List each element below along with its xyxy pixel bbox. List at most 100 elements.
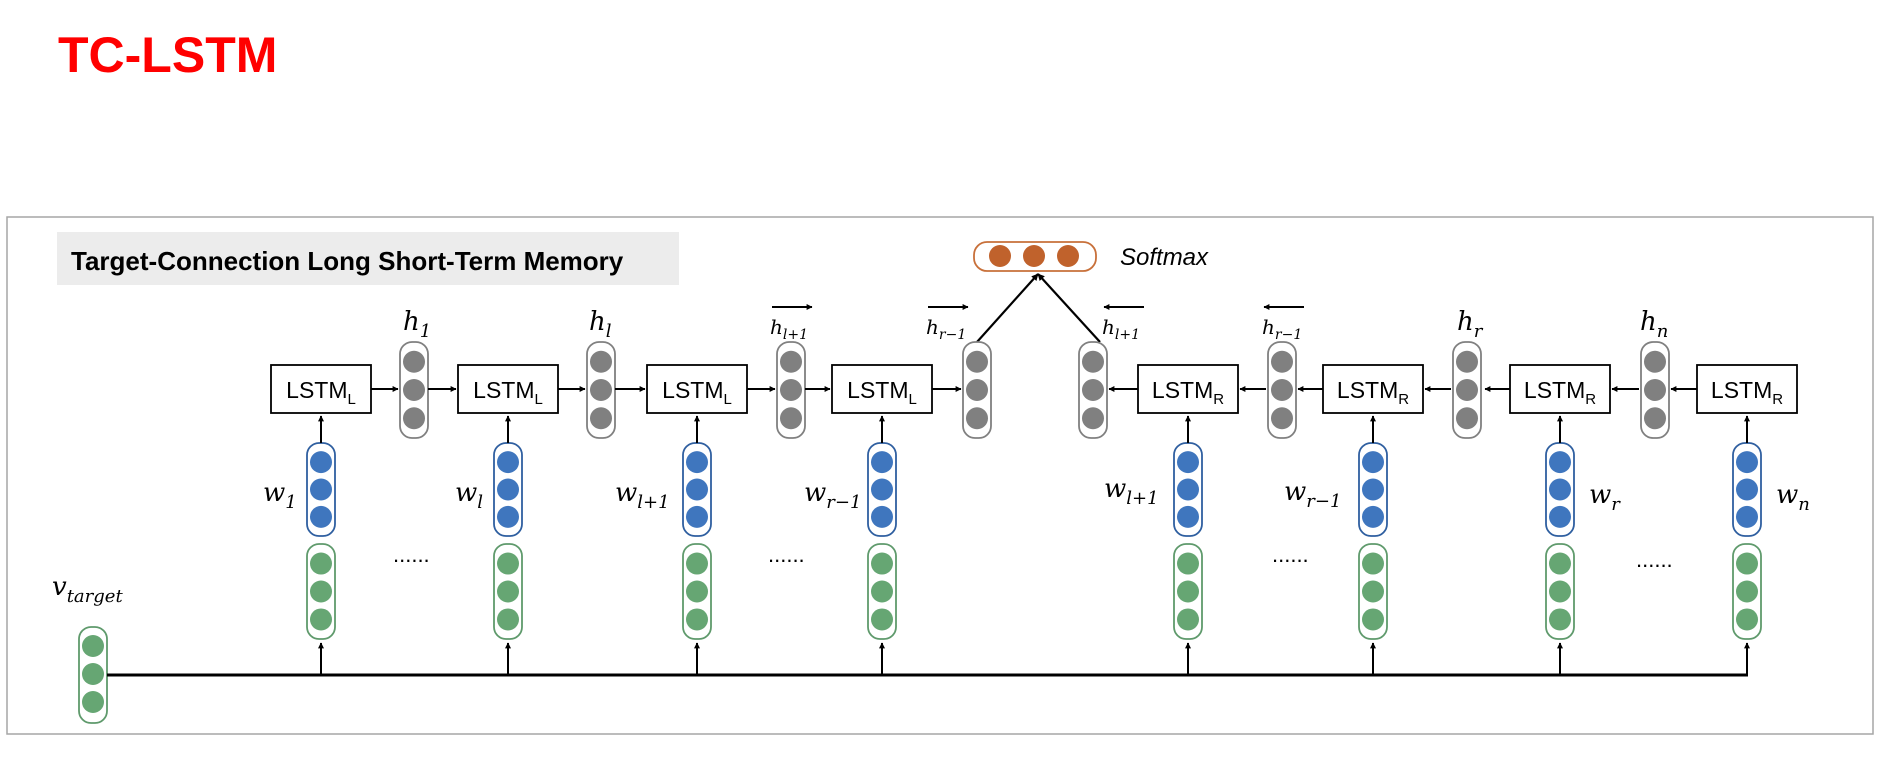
hidden-vector-node xyxy=(1456,379,1478,401)
slide-title: TC-LSTM xyxy=(58,27,278,83)
word-embedding-vector-node xyxy=(1177,505,1199,528)
softmax-node xyxy=(1023,245,1045,267)
word-embedding-vector-node xyxy=(686,505,708,528)
word-embedding-vector-node xyxy=(686,451,708,474)
hidden-state-label: hn xyxy=(1640,307,1668,342)
target-concat-vector-node xyxy=(310,552,332,575)
target-concat-vector-node xyxy=(497,580,519,603)
ellipsis: ...... xyxy=(1636,547,1673,572)
word-label: wl+1 xyxy=(615,478,670,513)
word-embedding-vector-node xyxy=(497,505,519,528)
word-embedding-vector-node xyxy=(1549,505,1571,528)
target-vector-label: vtarget xyxy=(52,572,123,607)
hidden-vector-node xyxy=(780,407,802,430)
target-concat-vector-node xyxy=(686,580,708,603)
target-concat-vector-node xyxy=(497,608,519,631)
hidden-vector-node xyxy=(1082,407,1104,430)
softmax-input-arrow xyxy=(1037,273,1101,343)
target-concat-vector-node xyxy=(871,552,893,575)
lstm-right-cell: LSTMR xyxy=(1696,364,1798,414)
hidden-vector xyxy=(1452,341,1482,439)
hidden-state-label: hr xyxy=(1457,307,1484,342)
panel-header-box xyxy=(57,232,679,285)
hidden-state-label: hl+1 xyxy=(770,315,808,343)
target-concat-vector xyxy=(1545,543,1575,640)
word-embedding-vector-node xyxy=(871,478,893,501)
hidden-state-label: hl+1 xyxy=(1102,315,1140,343)
hidden-vector-node xyxy=(1644,407,1666,430)
word-embedding-vector-node xyxy=(1362,451,1384,474)
target-concat-vector-node xyxy=(1736,552,1758,575)
word-embedding-vector xyxy=(867,442,897,537)
svg-text:LSTMR: LSTMR xyxy=(1524,377,1596,408)
word-embedding-vector-node xyxy=(1736,478,1758,501)
target-node xyxy=(82,663,104,685)
word-embedding-vector-node xyxy=(871,451,893,474)
target-concat-vector-node xyxy=(1549,552,1571,575)
hidden-vector-node xyxy=(966,350,988,373)
word-embedding-vector-node xyxy=(1177,478,1199,501)
ellipsis: ...... xyxy=(393,542,430,567)
hidden-vector-node xyxy=(780,379,802,401)
target-concat-vector-node xyxy=(1549,608,1571,631)
svg-text:LSTML: LSTML xyxy=(286,377,356,408)
target-concat-vector xyxy=(1732,543,1762,640)
hidden-state-label: hl xyxy=(589,307,612,342)
word-label: wn xyxy=(1776,480,1810,515)
hidden-vector-node xyxy=(966,379,988,401)
word-embedding-vector-node xyxy=(310,505,332,528)
lstm-right-cell: LSTMR xyxy=(1322,364,1424,414)
lstm-left-cell: LSTML xyxy=(457,364,559,414)
word-label: wl xyxy=(455,478,483,513)
target-node xyxy=(82,635,104,657)
word-embedding-vector-node xyxy=(871,505,893,528)
target-concat-vector-node xyxy=(310,608,332,631)
target-concat-vector xyxy=(682,543,712,640)
hidden-vector-node xyxy=(1644,350,1666,373)
word-label: wr xyxy=(1589,480,1621,515)
softmax-label: Softmax xyxy=(1120,244,1209,271)
word-embedding-vector-node xyxy=(497,451,519,474)
hidden-vector xyxy=(962,341,992,439)
target-concat-vector xyxy=(306,543,336,640)
hidden-vector-node xyxy=(1082,350,1104,373)
hidden-vector-node xyxy=(966,407,988,430)
hidden-vector-node xyxy=(403,407,425,430)
target-concat-vector-node xyxy=(497,552,519,575)
target-concat-vector-node xyxy=(871,580,893,603)
hidden-vector xyxy=(399,341,429,439)
softmax-node xyxy=(1057,245,1079,267)
word-embedding-vector-node xyxy=(1362,478,1384,501)
hidden-vector-node xyxy=(780,350,802,373)
word-embedding-vector-node xyxy=(1362,505,1384,528)
hidden-vector-node xyxy=(403,350,425,373)
target-concat-vector-node xyxy=(1362,552,1384,575)
diagram-panel xyxy=(6,216,1874,735)
target-concat-vector-node xyxy=(1736,608,1758,631)
word-embedding-vector-node xyxy=(1736,505,1758,528)
word-embedding-vector xyxy=(1173,442,1203,537)
target-concat-vector xyxy=(867,543,897,640)
ellipsis: ...... xyxy=(1272,542,1309,567)
lstm-left-cell: LSTML xyxy=(831,364,933,414)
word-embedding-vector-node xyxy=(1177,451,1199,474)
hidden-vector-node xyxy=(1271,379,1293,401)
svg-text:LSTMR: LSTMR xyxy=(1337,377,1409,408)
target-concat-vector-node xyxy=(1549,580,1571,603)
word-label: w1 xyxy=(263,478,297,513)
word-embedding-vector xyxy=(493,442,523,537)
hidden-vector-node xyxy=(1644,379,1666,401)
hidden-state-label: hr−1 xyxy=(1262,315,1302,343)
hidden-vector xyxy=(586,341,616,439)
svg-text:LSTML: LSTML xyxy=(847,377,917,408)
hidden-vector-node xyxy=(1271,350,1293,373)
hidden-vector xyxy=(1078,341,1108,439)
word-label: wl+1 xyxy=(1104,474,1159,509)
target-concat-vector xyxy=(1358,543,1388,640)
lstm-right-cell: LSTMR xyxy=(1509,364,1611,414)
lstm-right-cell: LSTMR xyxy=(1137,364,1239,414)
svg-text:LSTMR: LSTMR xyxy=(1711,377,1783,408)
word-embedding-vector-node xyxy=(310,451,332,474)
word-label: wr−1 xyxy=(1284,477,1341,512)
target-node xyxy=(82,691,104,713)
